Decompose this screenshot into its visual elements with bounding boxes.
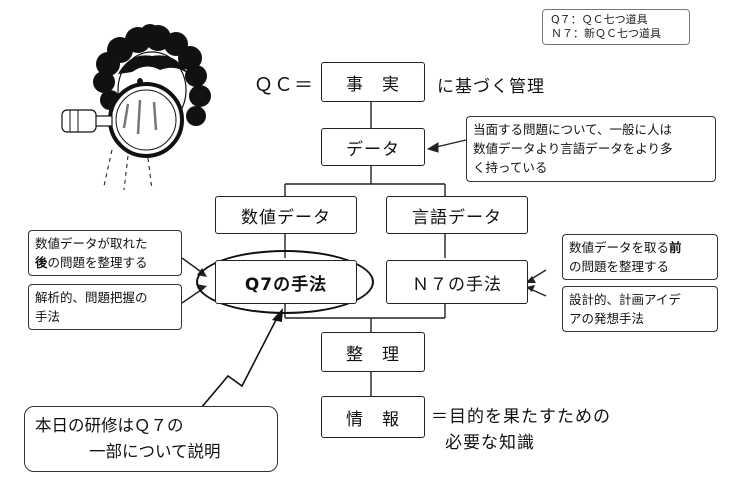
organize-label: 整 理 [346,344,400,365]
numeric-data-box: 数値データ [215,196,357,234]
training-callout-line1: 本日の研修はＱ７の [35,416,184,435]
q7-note-after: 数値データが取れた 後の問題を整理する [28,230,182,276]
n7-note-before-bold: 前 [669,240,682,255]
data-label: データ [346,139,400,160]
information-definition: ＝目的を果たすための 必要な知識 [431,404,611,456]
data-note-line3: く持っている [473,160,548,175]
q7-method-label: Q7の手法 [244,274,328,295]
data-note: 当面する問題について、一般に人は 数値データより言語データをより多 く持っている [466,116,716,182]
n7-note-design-line1: 設計的、計画アイデ [569,292,681,307]
data-note-line2: 数値データより言語データをより多 [473,141,673,156]
verbal-data-box: 言語データ [386,196,528,234]
fact-box: 事 実 [321,62,425,102]
organize-box: 整 理 [321,332,425,372]
numeric-data-label: 数値データ [241,207,331,228]
fact-label: 事 実 [346,74,400,95]
q7-note-after-bold: 後 [35,255,48,270]
q7-note-after-line1: 数値データが取れた [35,236,148,251]
q7-emphasis-ellipse [196,250,374,314]
n7-method-box: Ｎ７の手法 [386,260,528,304]
information-box: 情 報 [321,396,425,438]
qc-prefix: ＱＣ＝ [254,74,315,96]
verbal-data-label: 言語データ [412,207,502,228]
n7-method-label: Ｎ７の手法 [412,274,502,295]
n7-note-design: 設計的、計画アイデ アの発想手法 [562,286,718,332]
data-box: データ [321,128,425,166]
legend-box: Q７：ＱＣ七つ道具 Ｎ７：新ＱＣ七つ道具 [542,9,690,45]
q7-note-analytic-line1: 解析的、問題把握の [35,290,148,305]
qc-suffix: に基づく管理 [437,77,545,97]
legend-n7: Ｎ７：新ＱＣ七つ道具 [551,27,661,40]
q7-note-analytic: 解析的、問題把握の 手法 [28,284,182,330]
n7-note-before-line2: の問題を整理する [569,259,670,274]
q7-note-after-line2: の問題を整理する [47,255,148,270]
q7-method-box: Q7の手法 [215,260,357,304]
n7-note-before: 数値データを取る前 の問題を整理する [562,234,718,280]
data-note-line1: 当面する問題について、一般に人は [473,122,673,137]
training-callout-line2: 一部について説明 [89,442,221,461]
training-callout: 本日の研修はＱ７の 一部について説明 [24,406,278,472]
information-definition-line2: 必要な知識 [445,433,535,453]
information-label: 情 報 [346,409,400,430]
legend-q7: Q７：ＱＣ七つ道具 [551,13,648,26]
q7-note-analytic-line2: 手法 [35,309,61,324]
n7-note-before-line1: 数値データを取る [569,240,670,255]
n7-note-design-line2: アの発想手法 [569,311,645,326]
information-definition-line1: ＝目的を果たすための [431,407,611,427]
